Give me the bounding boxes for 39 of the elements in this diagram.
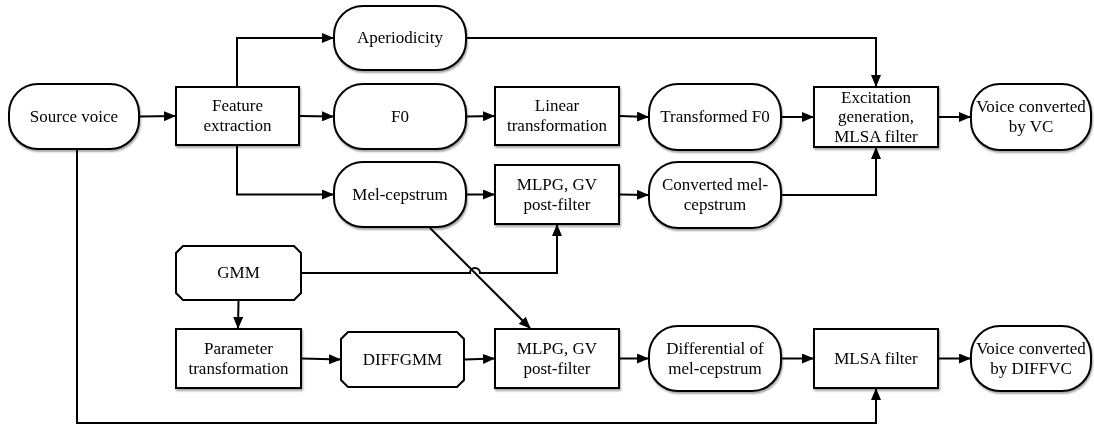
arrow (429, 227, 531, 329)
arrow (139, 111, 176, 122)
arrow (619, 111, 649, 122)
arrow (619, 189, 649, 200)
data-terminal: Source voice (8, 83, 140, 150)
arrow (466, 111, 495, 122)
arrow (619, 353, 649, 364)
arrow (466, 189, 495, 200)
process-box: MLPG, GV post-filter (494, 164, 620, 225)
arrow (301, 354, 341, 365)
process-box: Linear transformation (494, 86, 620, 146)
process-box: Parameter transformation (175, 328, 302, 389)
arrow (76, 149, 881, 424)
data-terminal: Aperiodicity (333, 5, 467, 71)
data-terminal: Mel-cepstrum (333, 161, 467, 228)
arrow (236, 145, 334, 200)
data-terminal: Voice converted by VC (970, 83, 1092, 151)
arrow (781, 112, 814, 122)
arrow (299, 111, 334, 122)
process-box: Excitation generation, MLSA filter (813, 86, 939, 148)
arrow (236, 33, 334, 87)
data-terminal: F0 (333, 83, 467, 150)
arrow (301, 224, 562, 274)
process-box: MLSA filter (813, 328, 939, 389)
arrow (938, 353, 971, 364)
data-terminal: Converted mel-cepstrum (648, 161, 782, 229)
data-terminal: Voice converted by DIFFVC (970, 325, 1092, 392)
arrow (781, 147, 881, 196)
arrow (464, 353, 495, 364)
model-box: GMM (175, 245, 302, 301)
arrow (233, 300, 244, 329)
arrow (466, 37, 881, 87)
process-box: MLPG, GV post-filter (494, 328, 620, 389)
data-terminal: Differential of mel-cepstrum (648, 325, 782, 392)
arrow (781, 353, 814, 364)
data-terminal: Transformed F0 (648, 83, 782, 151)
process-box: Feature extraction (175, 86, 300, 146)
arrow (938, 112, 971, 122)
model-box: DIFFGMM (340, 331, 465, 388)
